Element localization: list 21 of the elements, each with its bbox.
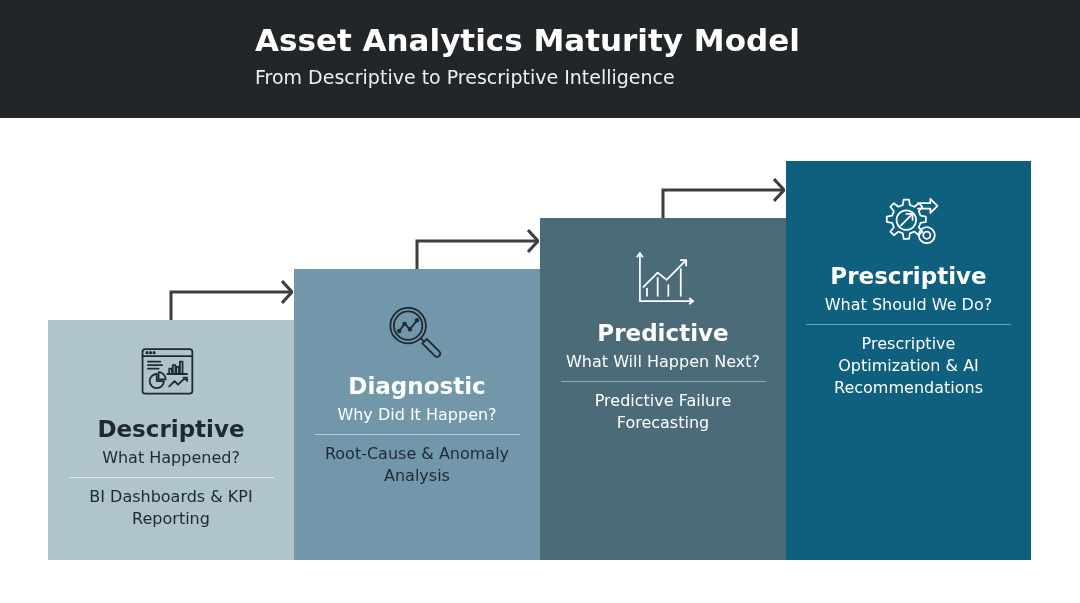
stage-question: What Happened? [102,448,240,467]
step-block [540,218,786,560]
stage-question: Why Did It Happen? [337,405,497,424]
stage-title: Diagnostic [348,373,486,399]
step-arrow [169,279,294,320]
stage-description: BI Dashboards & KPI Reporting [88,486,254,530]
step-block [786,161,1031,560]
step-arrow [415,228,540,269]
subtitle: From Descriptive to Prescriptive Intelligence [255,66,675,88]
stage-question: What Will Happen Next? [566,352,760,371]
stage-description: Prescriptive Optimization & AI Recommendations [833,333,984,399]
stage-title: Prescriptive [830,263,987,289]
stage-description: Predictive Failure Forecasting [593,390,733,434]
stage-description: Root-Cause & Anomaly Analysis [323,443,511,487]
step-block [48,320,294,560]
stage-question: What Should We Do? [824,295,993,314]
stage-title: Predictive [597,320,729,346]
stage-title: Descriptive [97,416,245,442]
step-arrow [661,177,786,218]
step-block [294,269,540,560]
title: Asset Analytics Maturity Model [255,22,800,58]
